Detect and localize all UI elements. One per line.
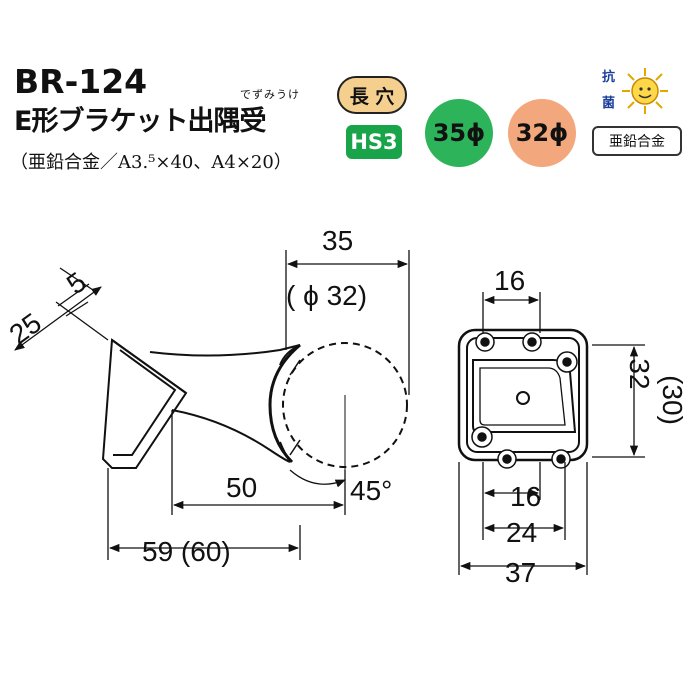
- spec-line: （亜鉛合金／A3.⁵×40、A4×20）: [10, 152, 292, 173]
- hs3-badge: HS3: [346, 125, 402, 159]
- dim-16-bottom: 16: [510, 481, 541, 512]
- side-view-dimensions: [14, 250, 410, 560]
- diameter-32-badge: 32ϕ: [508, 99, 576, 167]
- slot-hole-badge: 長 穴: [337, 76, 407, 114]
- diameter-35-badge: 35ϕ: [425, 99, 493, 167]
- dim-59-60: 59 (60): [142, 536, 231, 567]
- dim-angle-45: 45°: [350, 475, 392, 506]
- antibacterial-sun-icon: [622, 68, 668, 114]
- antibacterial-label-2: 菌: [602, 96, 616, 111]
- dim-50: 50: [226, 472, 257, 503]
- product-code: BR-124: [14, 62, 148, 101]
- antibacterial-label-1: 抗: [602, 70, 616, 85]
- dim-24: 24: [506, 517, 537, 548]
- dim-30-side: (30): [657, 375, 688, 425]
- dim-32-side: 32: [624, 358, 655, 389]
- dim-37: 37: [505, 557, 536, 588]
- furigana-reading: でずみうけ: [240, 88, 300, 101]
- product-name: E形ブラケット出隅受: [14, 106, 266, 137]
- front-view: [457, 328, 589, 469]
- side-view: [101, 338, 408, 470]
- dim-25: 25: [4, 307, 47, 350]
- dim-5: 5: [61, 266, 92, 300]
- dim-16-top: 16: [494, 265, 525, 296]
- material-badge: 亜鉛合金: [592, 126, 682, 156]
- front-view-dimensions: [458, 292, 645, 575]
- dim-phi-32: ( ϕ 32): [286, 280, 367, 311]
- dim-35: 35: [322, 225, 353, 256]
